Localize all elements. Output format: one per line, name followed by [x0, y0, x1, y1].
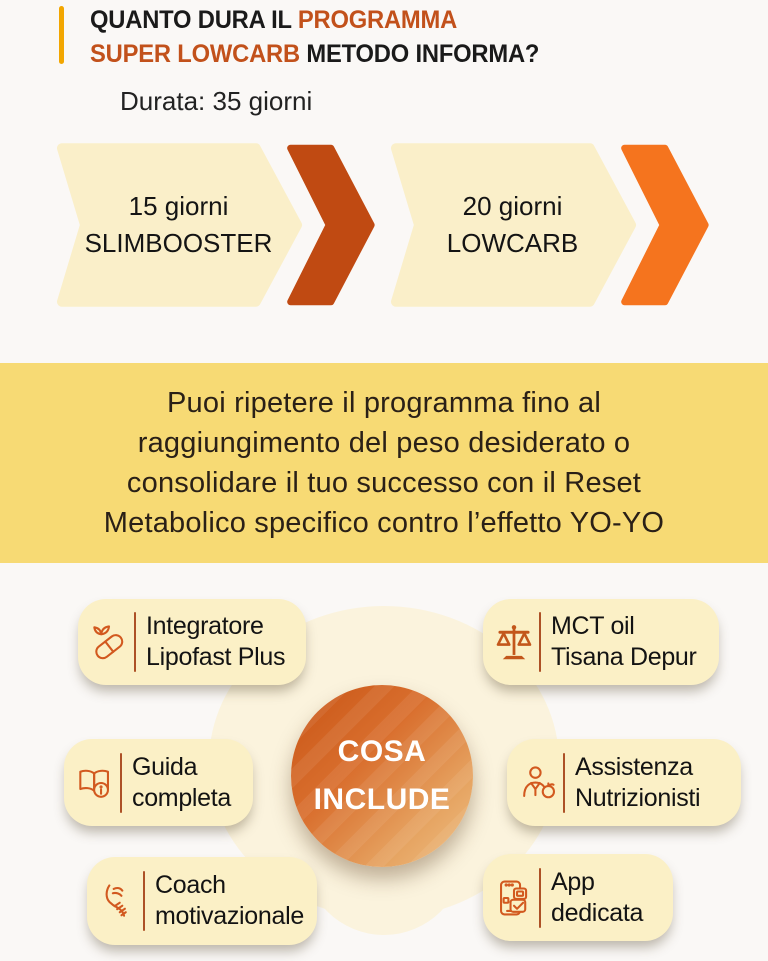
card-divider: [539, 612, 541, 672]
coach-hands-icon: [99, 878, 137, 924]
scale-icon: [495, 619, 533, 665]
card-label: Coach motivazionale: [155, 871, 304, 930]
step-label: 20 giorni LOWCARB: [446, 191, 579, 258]
arrow-shape: [390, 143, 709, 307]
include-card-app: App dedicata: [483, 854, 673, 941]
timeline-step-slimbooster: 15 giorni SLIMBOOSTER: [56, 142, 378, 308]
title-line-1: QUANTO DURA IL PROGRAMMA: [90, 6, 458, 34]
card-divider: [563, 752, 565, 813]
chevron-icon: [287, 144, 375, 306]
card-label: Assistenza Nutrizionisti: [575, 752, 701, 812]
step-label: 15 giorni SLIMBOOSTER: [84, 191, 273, 258]
pill-icon: [90, 619, 128, 665]
title-accent-bar: [59, 6, 64, 64]
app-phone-icon: [495, 875, 533, 921]
card-divider: [134, 612, 136, 672]
arrow-shape: [56, 143, 375, 307]
card-label: Integratore Lipofast Plus: [146, 612, 286, 671]
timeline-step-lowcarb: 20 giorni LOWCARB: [390, 142, 712, 308]
card-divider: [143, 871, 145, 931]
include-card-mct-oil: MCT oil Tisana Depur: [483, 599, 719, 685]
include-card-integratore: Integratore Lipofast Plus: [78, 599, 306, 685]
repeat-program-banner: Puoi ripetere il programma fino al raggi…: [0, 363, 768, 563]
include-card-assistenza: Assistenza Nutrizionisti: [507, 739, 741, 826]
nutritionist-icon: [519, 760, 557, 806]
guide-book-icon: [76, 760, 114, 806]
card-divider: [120, 752, 122, 813]
include-card-guida: Guida completa: [64, 739, 253, 826]
card-divider: [539, 867, 541, 928]
include-card-coach: Coach motivazionale: [87, 857, 317, 945]
chevron-icon: [621, 144, 709, 306]
program-timeline: 15 giorni SLIMBOOSTER 20 giorni LOWCARB: [56, 142, 712, 308]
card-label: App dedicata: [551, 867, 644, 927]
includes-section: COSA INCLUDE Integratore Lipofast Plus: [0, 563, 768, 961]
card-label: MCT oil Tisana Depur: [551, 612, 697, 671]
duration-subtitle: Durata: 35 giorni: [120, 86, 313, 116]
card-label: Guida completa: [132, 752, 232, 812]
page-title: QUANTO DURA IL PROGRAMMA SUPER LOWCARB M…: [90, 3, 539, 71]
cosa-include-circle: COSA INCLUDE: [291, 685, 473, 867]
title-line-2: SUPER LOWCARB METODO INFORMA?: [90, 40, 540, 68]
